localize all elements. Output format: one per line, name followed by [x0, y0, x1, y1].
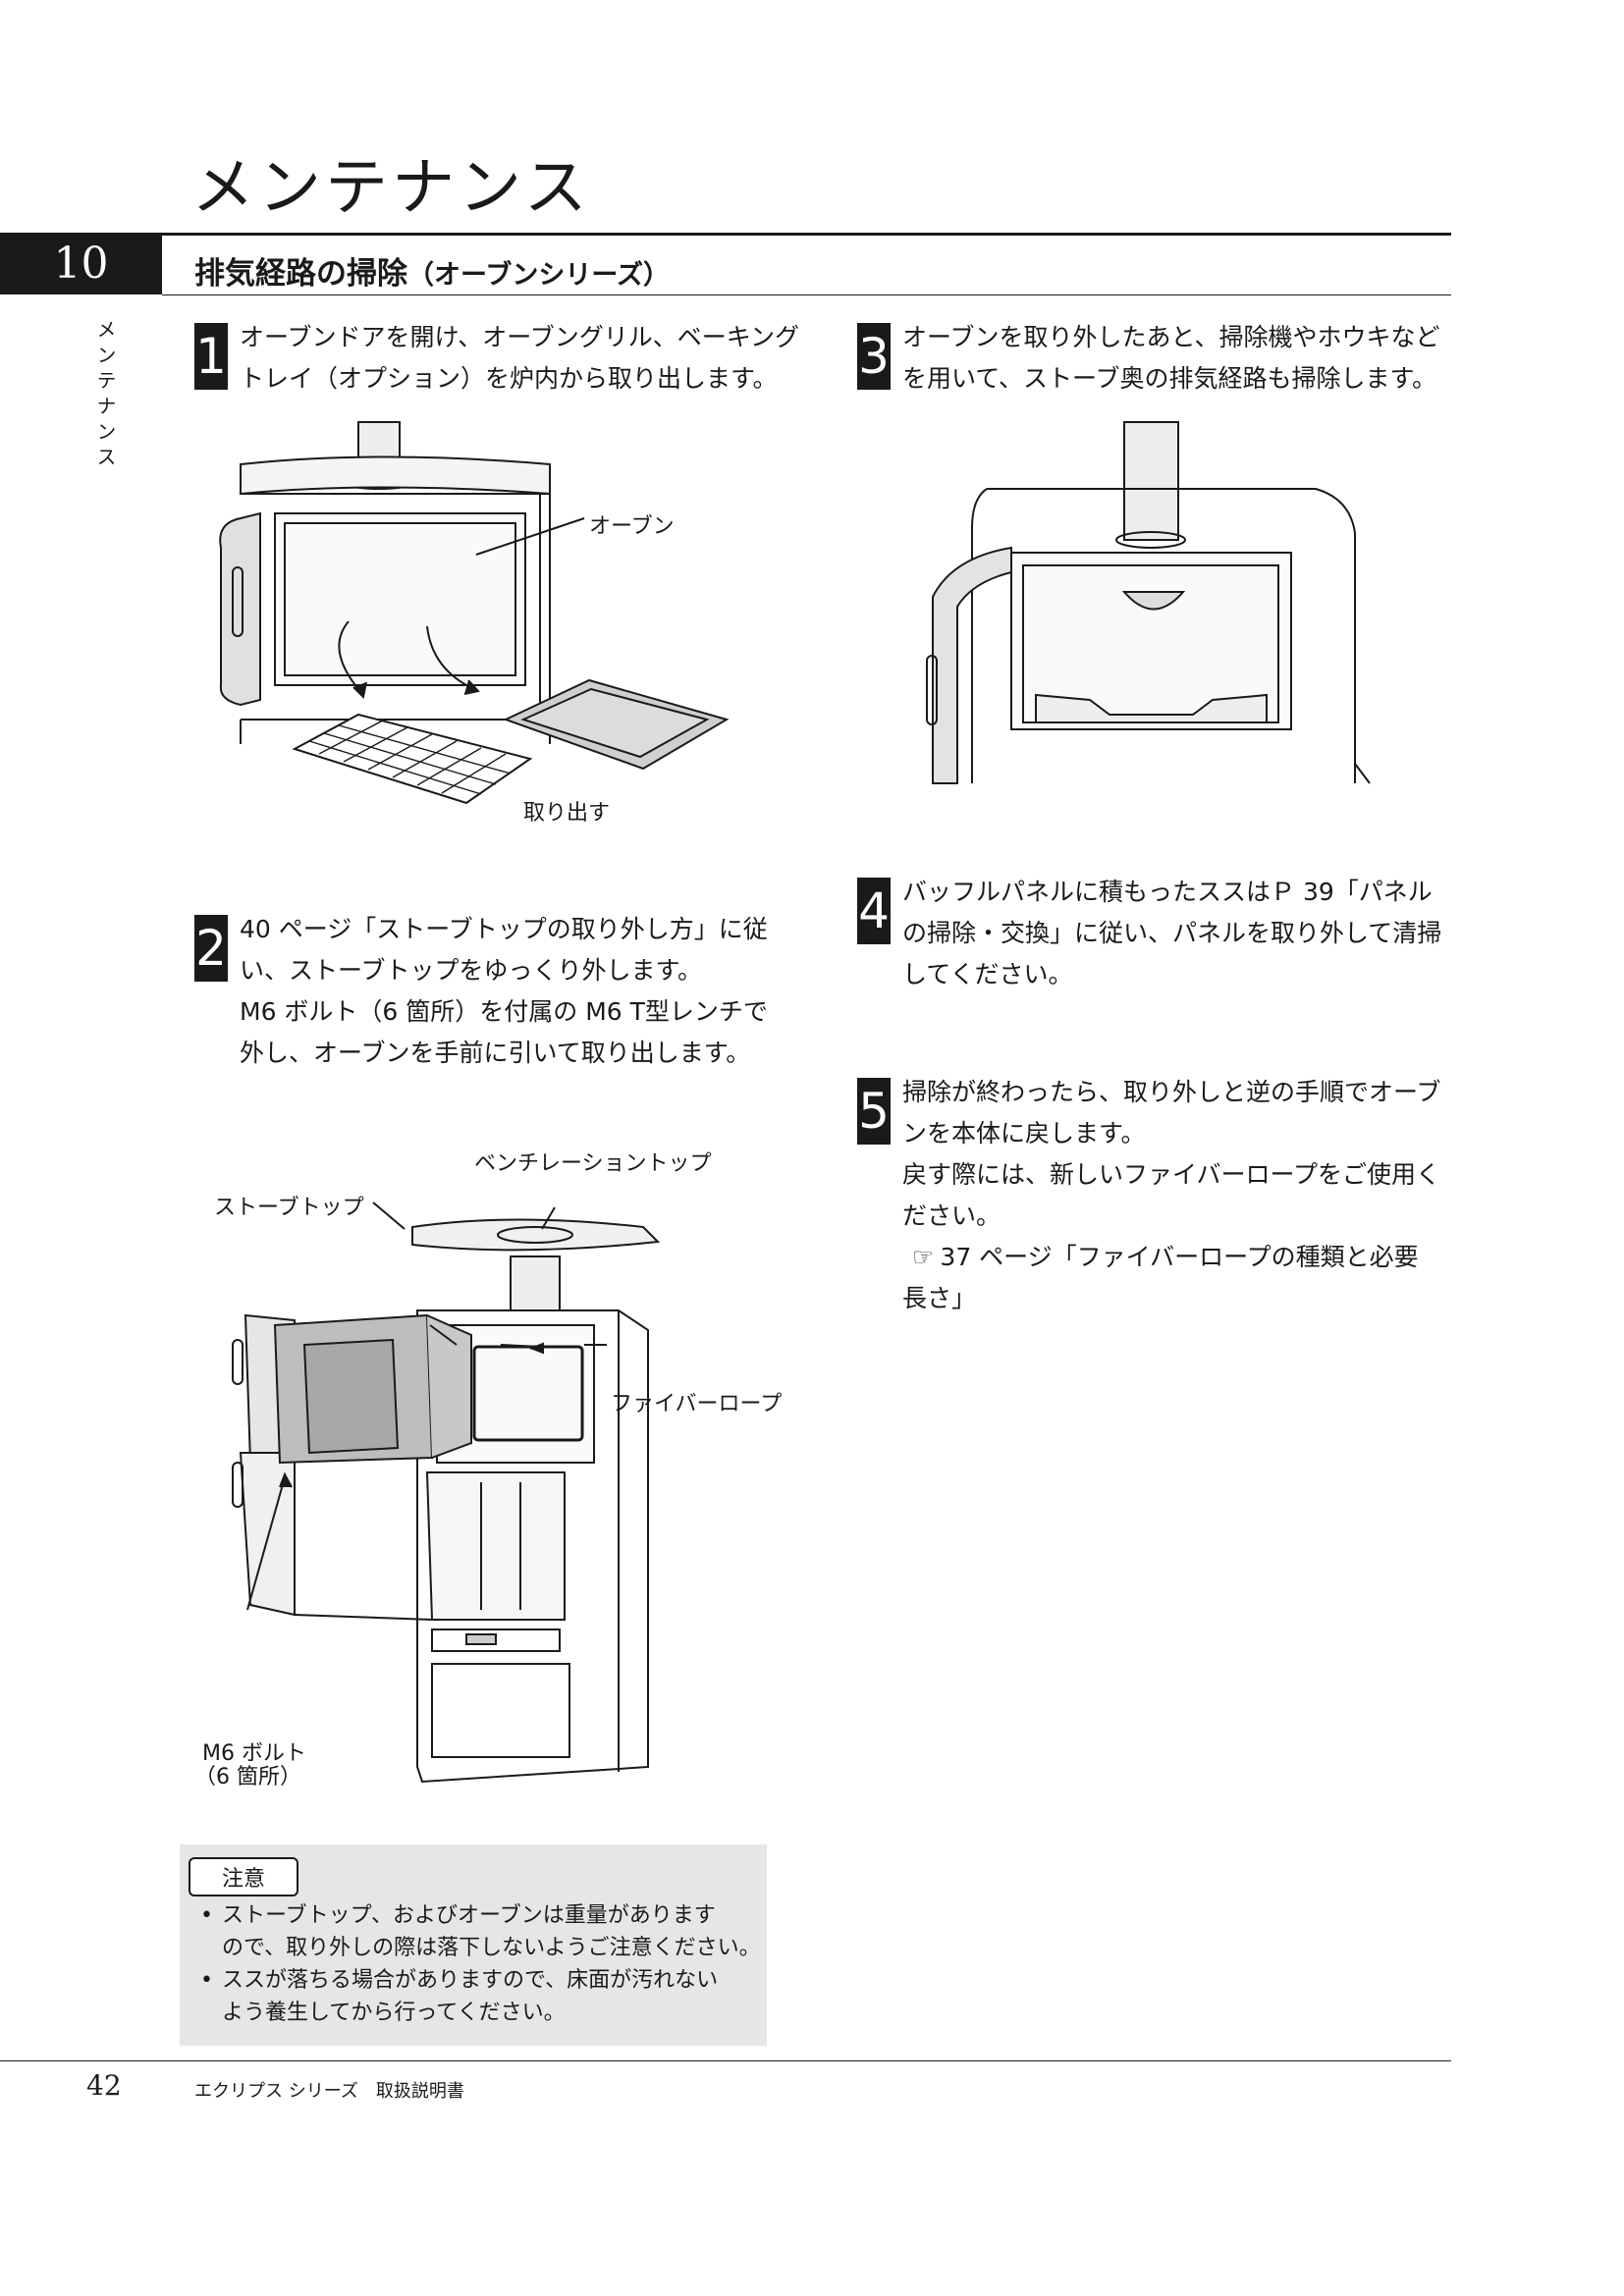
caution-item: ストーブトップ、およびオーブンは重量があります ので、取り外しの際は落下しないよ… [196, 1899, 761, 1964]
section-title-main: 排気経路の掃除 [194, 256, 407, 292]
step-2: 2 40 ページ「ストーブトップの取り外し方」に従 い、ストーブトップをゆっくり… [194, 909, 768, 1074]
caution-item: ススが落ちる場合がありますので、床面が汚れない よう養生してから行ってください。 [196, 1964, 761, 2029]
side-label: メンテナンス [93, 319, 117, 472]
label-stove-top: ストーブトップ [214, 1196, 364, 1220]
step-line: オーブンを取り外したあと、掃除機やホウキなど [902, 323, 1440, 351]
section-rule [0, 233, 1451, 236]
step-text: 40 ページ「ストーブトップの取り外し方」に従 い、ストーブトップをゆっくり外し… [240, 909, 768, 1074]
step-line: の掃除・交換」に従い、パネルを取り外して清掃 [902, 919, 1442, 947]
step-text: バッフルパネルに積もったススはＰ 39「パネル の掃除・交換」に従い、パネルを取… [902, 872, 1441, 995]
step-line: してください。 [902, 960, 1073, 988]
step-reference-cont: 長さ」 [902, 1284, 977, 1312]
step-line: い、ストーブトップをゆっくり外します。 [240, 956, 703, 985]
step-1: 1 オーブンドアを開け、オーブングリル、ベーキング トレイ（オプション）を炉内か… [194, 317, 799, 400]
step-number: 3 [857, 323, 891, 390]
exhaust-path-figure [926, 421, 1371, 784]
label-fiber-rope: ファイバーロープ [611, 1392, 783, 1416]
caution-line: よう養生してから行ってください。 [222, 2001, 566, 2025]
reference-text: 37 ページ「ファイバーロープの種類と必要 [940, 1243, 1419, 1271]
caution-line: ので、取り外しの際は落下しないようご注意ください。 [222, 1936, 761, 1960]
label-take-out: 取り出す [523, 801, 611, 826]
caution-list: ストーブトップ、およびオーブンは重量があります ので、取り外しの際は落下しないよ… [196, 1899, 761, 2029]
step-line: 掃除が終わったら、取り外しと逆の手順でオーブ [902, 1078, 1441, 1106]
step-number: 4 [857, 878, 891, 944]
step-3: 3 オーブンを取り外したあと、掃除機やホウキなど を用いて、ストーブ奥の排気経路… [857, 317, 1440, 400]
step-5: 5 掃除が終わったら、取り外しと逆の手順でオーブ ンを本体に戻します。 戻す際に… [857, 1072, 1441, 1319]
step-4: 4 バッフルパネルに積もったススはＰ 39「パネル の掃除・交換」に従い、パネル… [857, 872, 1441, 995]
step-line: バッフルパネルに積もったススはＰ 39「パネル [902, 878, 1433, 906]
caution-label: 注意 [189, 1857, 298, 1896]
step-line: 戻す際には、新しいファイバーロープをご使用く [902, 1160, 1441, 1189]
step-reference[interactable]: ☞37 ページ「ファイバーロープの種類と必要 [902, 1237, 1441, 1278]
step-line: 外し、オーブンを手前に引いて取り出します。 [240, 1039, 751, 1067]
page-number: 42 [86, 2069, 122, 2102]
caution-line: ストーブトップ、およびオーブンは重量があります [222, 1903, 716, 1928]
step-text: オーブンドアを開け、オーブングリル、ベーキング トレイ（オプション）を炉内から取… [240, 317, 799, 400]
step-line: M6 ボルト（6 箇所）を付属の M6 T型レンチで [240, 997, 768, 1026]
section-subtitle: （オーブンシリーズ） [407, 260, 671, 291]
label-bolt: M6 ボルト [202, 1741, 306, 1766]
document-title: エクリプス シリーズ 取扱説明書 [194, 2081, 464, 2102]
step-line: ンを本体に戻します。 [902, 1119, 1146, 1148]
step-number: 5 [857, 1078, 891, 1145]
step-text: 掃除が終わったら、取り外しと逆の手順でオーブ ンを本体に戻します。 戻す際には、… [902, 1072, 1441, 1319]
step-line: ださい。 [902, 1201, 1001, 1230]
pointing-hand-icon: ☞ [912, 1243, 935, 1271]
label-vent-top: ベンチレーショントップ [474, 1151, 712, 1176]
step-number: 2 [194, 915, 228, 982]
label-oven: オーブン [589, 514, 675, 539]
step-line: トレイ（オプション）を炉内から取り出します。 [240, 364, 778, 393]
caution-line: ススが落ちる場合がありますので、床面が汚れない [222, 1968, 719, 1993]
section-number: 10 [0, 233, 162, 294]
oven-removal-figure [219, 421, 730, 805]
step-text: オーブンを取り外したあと、掃除機やホウキなど を用いて、ストーブ奥の排気経路も掃… [902, 317, 1440, 400]
stove-exploded-figure [232, 1201, 661, 1784]
step-line: オーブンドアを開け、オーブングリル、ベーキング [240, 323, 800, 351]
step-number: 1 [194, 323, 228, 390]
step-line: を用いて、ストーブ奥の排気経路も掃除します。 [902, 364, 1437, 393]
page-title: メンテナンス [191, 152, 591, 225]
section-underline [162, 294, 1451, 295]
footer-rule [0, 2060, 1451, 2061]
label-bolt-count: （6 箇所） [194, 1765, 301, 1789]
step-line: 40 ページ「ストーブトップの取り外し方」に従 [240, 915, 768, 943]
section-title: 排気経路の掃除（オーブンシリーズ） [194, 248, 670, 293]
